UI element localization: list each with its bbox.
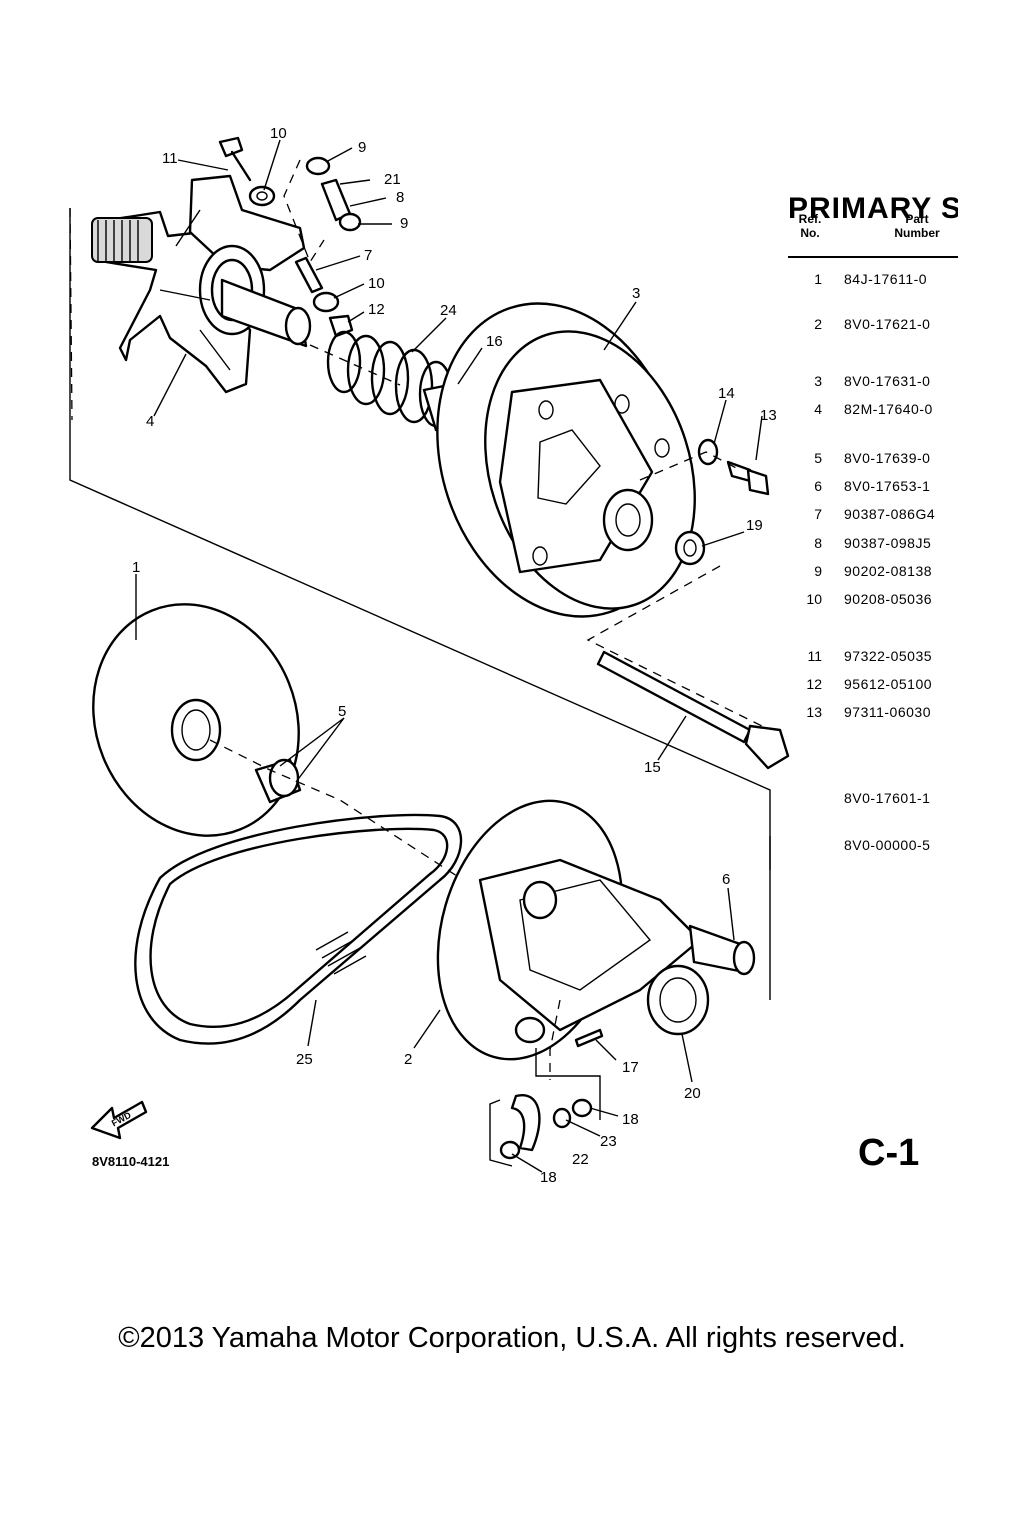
- ref-no: 3: [814, 373, 822, 389]
- hardware-right: [586, 438, 790, 770]
- ref-no: 1: [814, 271, 822, 287]
- callout-22: 22: [572, 1151, 589, 1168]
- ref-no: 11: [807, 648, 822, 664]
- leader-lines: [135, 139, 763, 1173]
- part-number: 8V0-00000-5: [844, 837, 931, 853]
- part-number: 82M-17640-0: [844, 401, 933, 417]
- part-number: 90387-098J5: [844, 535, 932, 551]
- ref-no-header: Ref. No.: [792, 212, 828, 240]
- spider-hub-part-4: [91, 174, 312, 394]
- part-number: 90202-08138: [844, 563, 933, 579]
- upper-assembly-frame: [69, 207, 771, 1000]
- table-row: 3 8V0-17631-0: [788, 373, 958, 393]
- callout-5: 5: [338, 703, 346, 720]
- movable-sheave-part-3: [436, 302, 696, 618]
- part-number: 8V0-17621-0: [844, 316, 931, 332]
- callout-18: 18: [622, 1111, 639, 1128]
- fixed-sheave-part-1: [92, 603, 302, 837]
- callout-20: 20: [684, 1085, 701, 1102]
- callout-10: 10: [270, 125, 287, 142]
- table-row: 5 8V0-17639-0: [788, 450, 958, 470]
- page-code: C-1: [858, 1132, 920, 1174]
- ref-no: 12: [806, 676, 822, 692]
- callout-9: 9: [358, 139, 366, 156]
- part-number: 95612-05100: [844, 676, 933, 692]
- part-number: 90387-086G4: [844, 506, 936, 522]
- table-row: 11 97322-05035: [788, 648, 958, 668]
- ref-no: 6: [814, 478, 822, 494]
- figure-code: 8V8110-4121: [92, 1154, 169, 1169]
- callout-4: 4: [146, 413, 154, 430]
- part-header-line1: Part: [905, 212, 929, 226]
- table-row: 6 8V0-17653-1: [788, 478, 958, 498]
- callout-3: 3: [632, 285, 640, 302]
- callout-7: 7: [364, 247, 372, 264]
- weight-parts-18-22-23: [489, 1048, 601, 1167]
- page-title: PRIMARY S: [788, 192, 958, 225]
- part-number: 84J-17611-0: [844, 271, 928, 287]
- ref-header-line2: No.: [800, 226, 820, 240]
- table-row: 13 97311-06030: [788, 704, 958, 724]
- callout-14: 14: [718, 385, 735, 402]
- ref-header-line1: Ref.: [798, 212, 822, 226]
- ref-no: 7: [814, 506, 822, 522]
- table-row: 1 84J-17611-0: [788, 271, 958, 291]
- drive-belt-part-25: [134, 813, 463, 1045]
- table-row: 4 82M-17640-0: [788, 401, 958, 421]
- callout-2: 2: [404, 1051, 412, 1068]
- ref-no: 13: [806, 704, 822, 720]
- callout-24: 24: [440, 302, 457, 319]
- part-number: 97322-05035: [844, 648, 933, 664]
- table-row: 9 90202-08138: [788, 563, 958, 583]
- parts-table: 1 84J-17611-0 2 8V0-17621-0 3 8V0-17631-0 4…: [788, 0, 958, 1000]
- header-divider: [788, 256, 958, 258]
- table-row: 2 8V0-17621-0: [788, 316, 958, 336]
- callout-numbers: 11 10 9 21 8 9 7 10 12 24 16 3 4 14 13 1…: [132, 125, 777, 1186]
- part-number-header: Part Number: [882, 212, 952, 240]
- part-number: 97311-06030: [844, 704, 931, 720]
- callout-12: 12: [368, 301, 385, 318]
- part-number: 8V0-17631-0: [844, 373, 931, 389]
- table-row: 10 90208-05036: [788, 591, 958, 611]
- primary-sheave-part-2: [436, 799, 756, 1061]
- part-number: 8V0-17653-1: [844, 478, 931, 494]
- callout-8: 8: [396, 189, 404, 206]
- part-number: 8V0-17601-1: [844, 790, 931, 806]
- ref-no: 5: [814, 450, 822, 466]
- callout-15: 15: [644, 759, 661, 776]
- callout-9b: 9: [400, 215, 408, 232]
- callout-11: 11: [162, 150, 178, 167]
- callout-23: 23: [600, 1133, 617, 1150]
- callout-10b: 10: [368, 275, 385, 292]
- assembly-lines: [209, 344, 771, 1080]
- part-header-line2: Number: [894, 226, 940, 240]
- table-row: 8V0-00000-5: [788, 837, 958, 857]
- part-number: 8V0-17639-0: [844, 450, 931, 466]
- callout-17: 17: [622, 1059, 639, 1076]
- ref-no: 2: [814, 316, 822, 332]
- part-number: 90208-05036: [844, 591, 933, 607]
- ref-no: 8: [814, 535, 822, 551]
- callout-6: 6: [722, 871, 730, 888]
- ref-no: 9: [814, 563, 822, 579]
- fwd-arrow-icon: FWD: [90, 1100, 148, 1140]
- table-row: 8 90387-098J5: [788, 535, 958, 555]
- callout-18b: 18: [540, 1169, 557, 1186]
- callout-21: 21: [384, 171, 401, 188]
- callout-13: 13: [760, 407, 777, 424]
- callout-19: 19: [746, 517, 763, 534]
- table-row: 7 90387-086G4: [788, 506, 958, 526]
- table-row: 12 95612-05100: [788, 676, 958, 696]
- table-row: 8V0-17601-1: [788, 790, 958, 810]
- copyright-notice: ©2013 Yamaha Motor Corporation, U.S.A. A…: [118, 1322, 906, 1354]
- ref-no: 10: [806, 591, 822, 607]
- callout-25: 25: [296, 1051, 313, 1068]
- callout-16: 16: [486, 333, 503, 350]
- fasteners-top: [218, 136, 362, 338]
- callout-1: 1: [132, 559, 140, 576]
- parts-table-header: Ref. No. Part Number: [788, 212, 958, 258]
- ref-no: 4: [814, 401, 822, 417]
